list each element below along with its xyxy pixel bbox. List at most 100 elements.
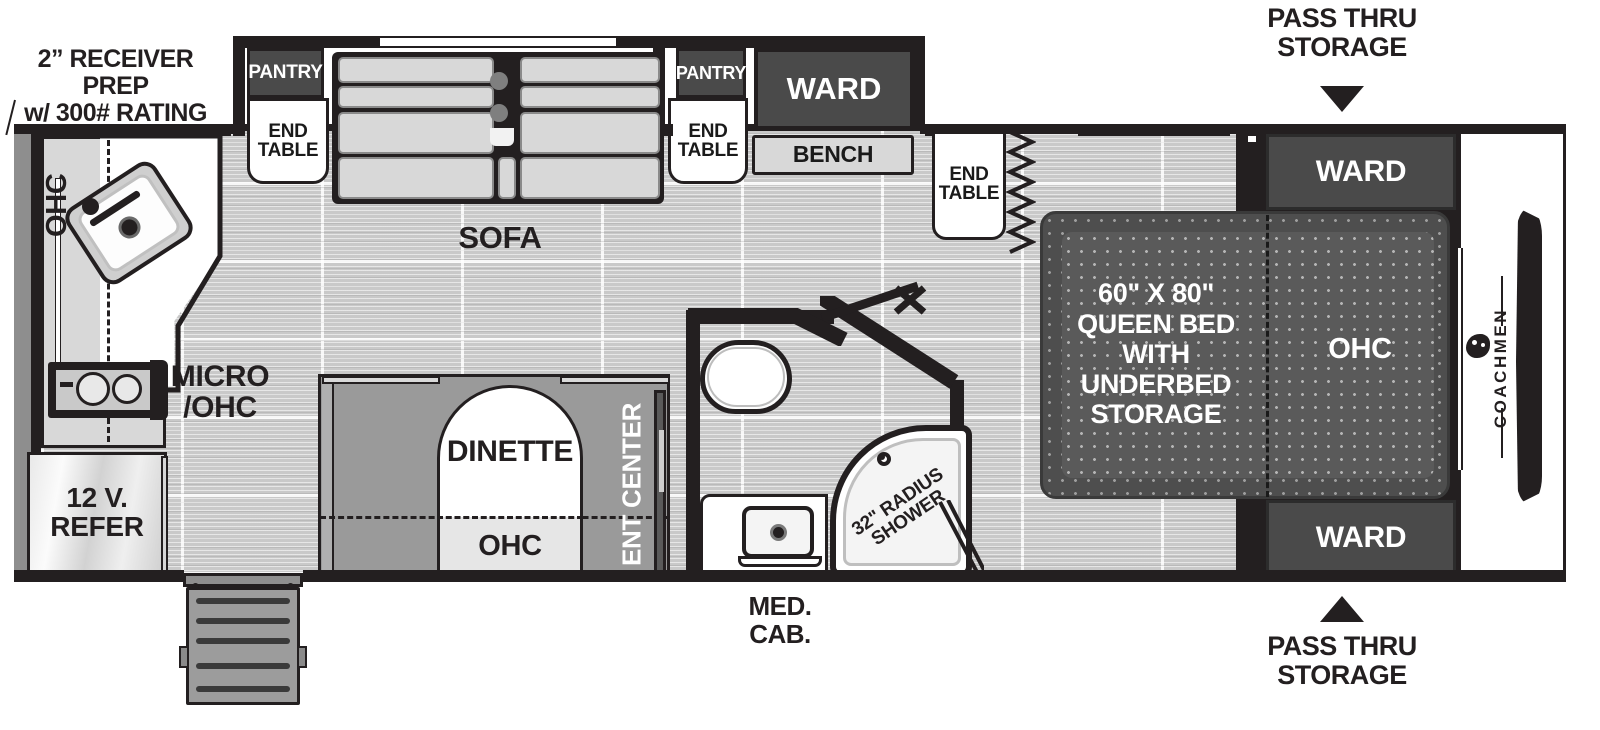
dinette-label-wrap: DINETTE: [437, 432, 583, 472]
pass-thru-top-line2: STORAGE: [1277, 32, 1407, 63]
refer-line1: 12 V.: [66, 482, 128, 514]
sofa-label: SOFA: [458, 220, 542, 256]
shower-door-icon[interactable]: [936, 500, 984, 582]
pass-thru-bottom-line1: PASS THRU: [1267, 631, 1417, 661]
ent-center-wrap: ENT CENTER: [612, 398, 652, 570]
bed-line-3: WITH: [1122, 338, 1190, 369]
refrigerator[interactable]: 12 V. REFER: [27, 452, 167, 574]
ward-lower-right[interactable]: WARD: [1266, 500, 1456, 576]
pass-thru-bottom-line2: STORAGE: [1277, 660, 1407, 691]
step-bracket-left: [179, 646, 189, 668]
sofa-label-wrap: SOFA: [420, 218, 580, 258]
ward-upper-right-label: WARD: [1315, 154, 1407, 188]
bed-line-1: 60" X 80": [1098, 278, 1214, 309]
pass-thru-top-line1: PASS THRU: [1267, 3, 1417, 33]
dinette-window-left: [322, 376, 440, 384]
step-bracket-right: [297, 646, 307, 668]
ward-upper-right[interactable]: WARD: [1266, 134, 1456, 210]
ward-top-slide[interactable]: WARD: [754, 48, 914, 130]
queen-bed-mattress: [1062, 232, 1434, 478]
sofa-cushion-back-right: [520, 57, 660, 83]
ward-slideout-top-wall: [665, 36, 925, 48]
bench-label: BENCH: [792, 141, 874, 168]
pantry-left-label: PANTRY: [248, 62, 323, 84]
sofa-cupholder-1: [490, 72, 508, 90]
dinette-ohc-band: [440, 517, 580, 575]
sofa-center-console: [490, 128, 514, 146]
bed-ohc-label: OHC: [1328, 333, 1392, 366]
end-table-left-line2: TABLE: [257, 140, 319, 161]
logo-rule-bottom: [1501, 408, 1503, 458]
micro-ohc-line2: /OHC: [183, 391, 257, 424]
bath-header-wall: [688, 308, 848, 346]
bottom-wall-left: [14, 570, 184, 582]
bathroom-sink-drain: [770, 524, 787, 541]
refer-line2: REFER: [50, 511, 144, 542]
end-table-left-line1: END: [268, 120, 308, 142]
end-table-left[interactable]: END TABLE: [247, 98, 329, 184]
pantry-right-label: PANTRY: [675, 62, 747, 83]
end-table-mid[interactable]: END TABLE: [668, 98, 748, 184]
sofa-slideout-left-wall: [233, 36, 245, 136]
accordion-door-icon[interactable]: [1006, 130, 1036, 258]
sofa-front-left: [338, 157, 494, 199]
sofa-seat-left: [338, 112, 494, 154]
bed-line-5: STORAGE: [1090, 399, 1222, 430]
sofa-front-right: [520, 157, 660, 199]
sofa-seat-right: [520, 112, 660, 154]
pantry-left[interactable]: PANTRY: [247, 48, 324, 98]
dinette-label: DINETTE: [446, 434, 574, 468]
pass-thru-down-arrow-icon: [1320, 86, 1364, 112]
faucet-base-icon: [82, 198, 99, 215]
logo-rule-top: [1501, 276, 1503, 326]
burner-2: [112, 374, 142, 404]
sofa-center-front: [498, 157, 516, 199]
top-wall-left: [14, 124, 236, 134]
cooktop-cover: [150, 360, 168, 420]
med-cab-line1: MED.: [748, 591, 813, 621]
mask-eye-right: [1481, 343, 1485, 347]
dinette-window-right: [560, 376, 670, 384]
receiver-prep-callout: 2” RECEIVER PREP w/ 300# RATING: [8, 46, 223, 127]
bathroom-faucet-icon: [738, 556, 822, 567]
shower-drain-center: [879, 454, 885, 460]
toilet-bowl: [707, 347, 785, 407]
end-table-bedroom-line2: TABLE: [938, 183, 1000, 204]
bed-ohc-wrap: OHC: [1280, 330, 1440, 370]
bench[interactable]: BENCH: [752, 135, 914, 175]
bottom-wall-right: [688, 570, 1566, 582]
step-2: [196, 618, 290, 624]
top-wall-stub: [663, 124, 673, 136]
ward-slideout-right-wall: [913, 36, 925, 128]
pass-thru-storage-bottom-callout: PASS THRU STORAGE: [1232, 631, 1452, 691]
dinette-slide-wall: [322, 378, 334, 574]
bed-line-2: QUEEN BED: [1077, 308, 1235, 339]
ward-top-slide-label: WARD: [786, 71, 882, 107]
refer-door-edge: [161, 456, 168, 572]
step-bolt-left: [192, 583, 199, 590]
door-hinge-icon: [893, 285, 927, 315]
top-wall-right: [920, 124, 1566, 134]
ward-lower-right-label: WARD: [1315, 520, 1407, 554]
burner-1: [76, 372, 110, 406]
queen-bed-label-block: 60" X 80" QUEEN BED WITH UNDERBED STORAG…: [1058, 236, 1254, 472]
receiver-prep-line2: w/ 300# RATING: [24, 99, 207, 127]
end-table-bedroom[interactable]: END TABLE: [932, 128, 1006, 240]
end-table-mid-line1: END: [688, 120, 728, 142]
galley-dashed-line: [107, 140, 110, 442]
med-cab-callout: MED. CAB.: [700, 592, 860, 648]
rear-cap-profile: [1516, 208, 1542, 504]
ent-center-label: ENT CENTER: [616, 402, 647, 566]
cooktop-knob: [60, 382, 73, 387]
pantry-right[interactable]: PANTRY: [676, 48, 746, 98]
sofa-cushion-mid-right: [520, 86, 660, 108]
receiver-prep-line1: 2” RECEIVER PREP: [37, 45, 194, 100]
micro-ohc-wrap: MICRO /OHC: [160, 358, 280, 428]
sofa-slideout-window: [380, 38, 616, 46]
dinette-ohc-label: OHC: [478, 530, 542, 563]
micro-ohc-line1: MICRO: [170, 360, 270, 394]
bath-left-wall: [686, 310, 700, 578]
coachmen-mask-icon: [1466, 334, 1490, 358]
sofa-cupholder-2: [490, 104, 508, 122]
